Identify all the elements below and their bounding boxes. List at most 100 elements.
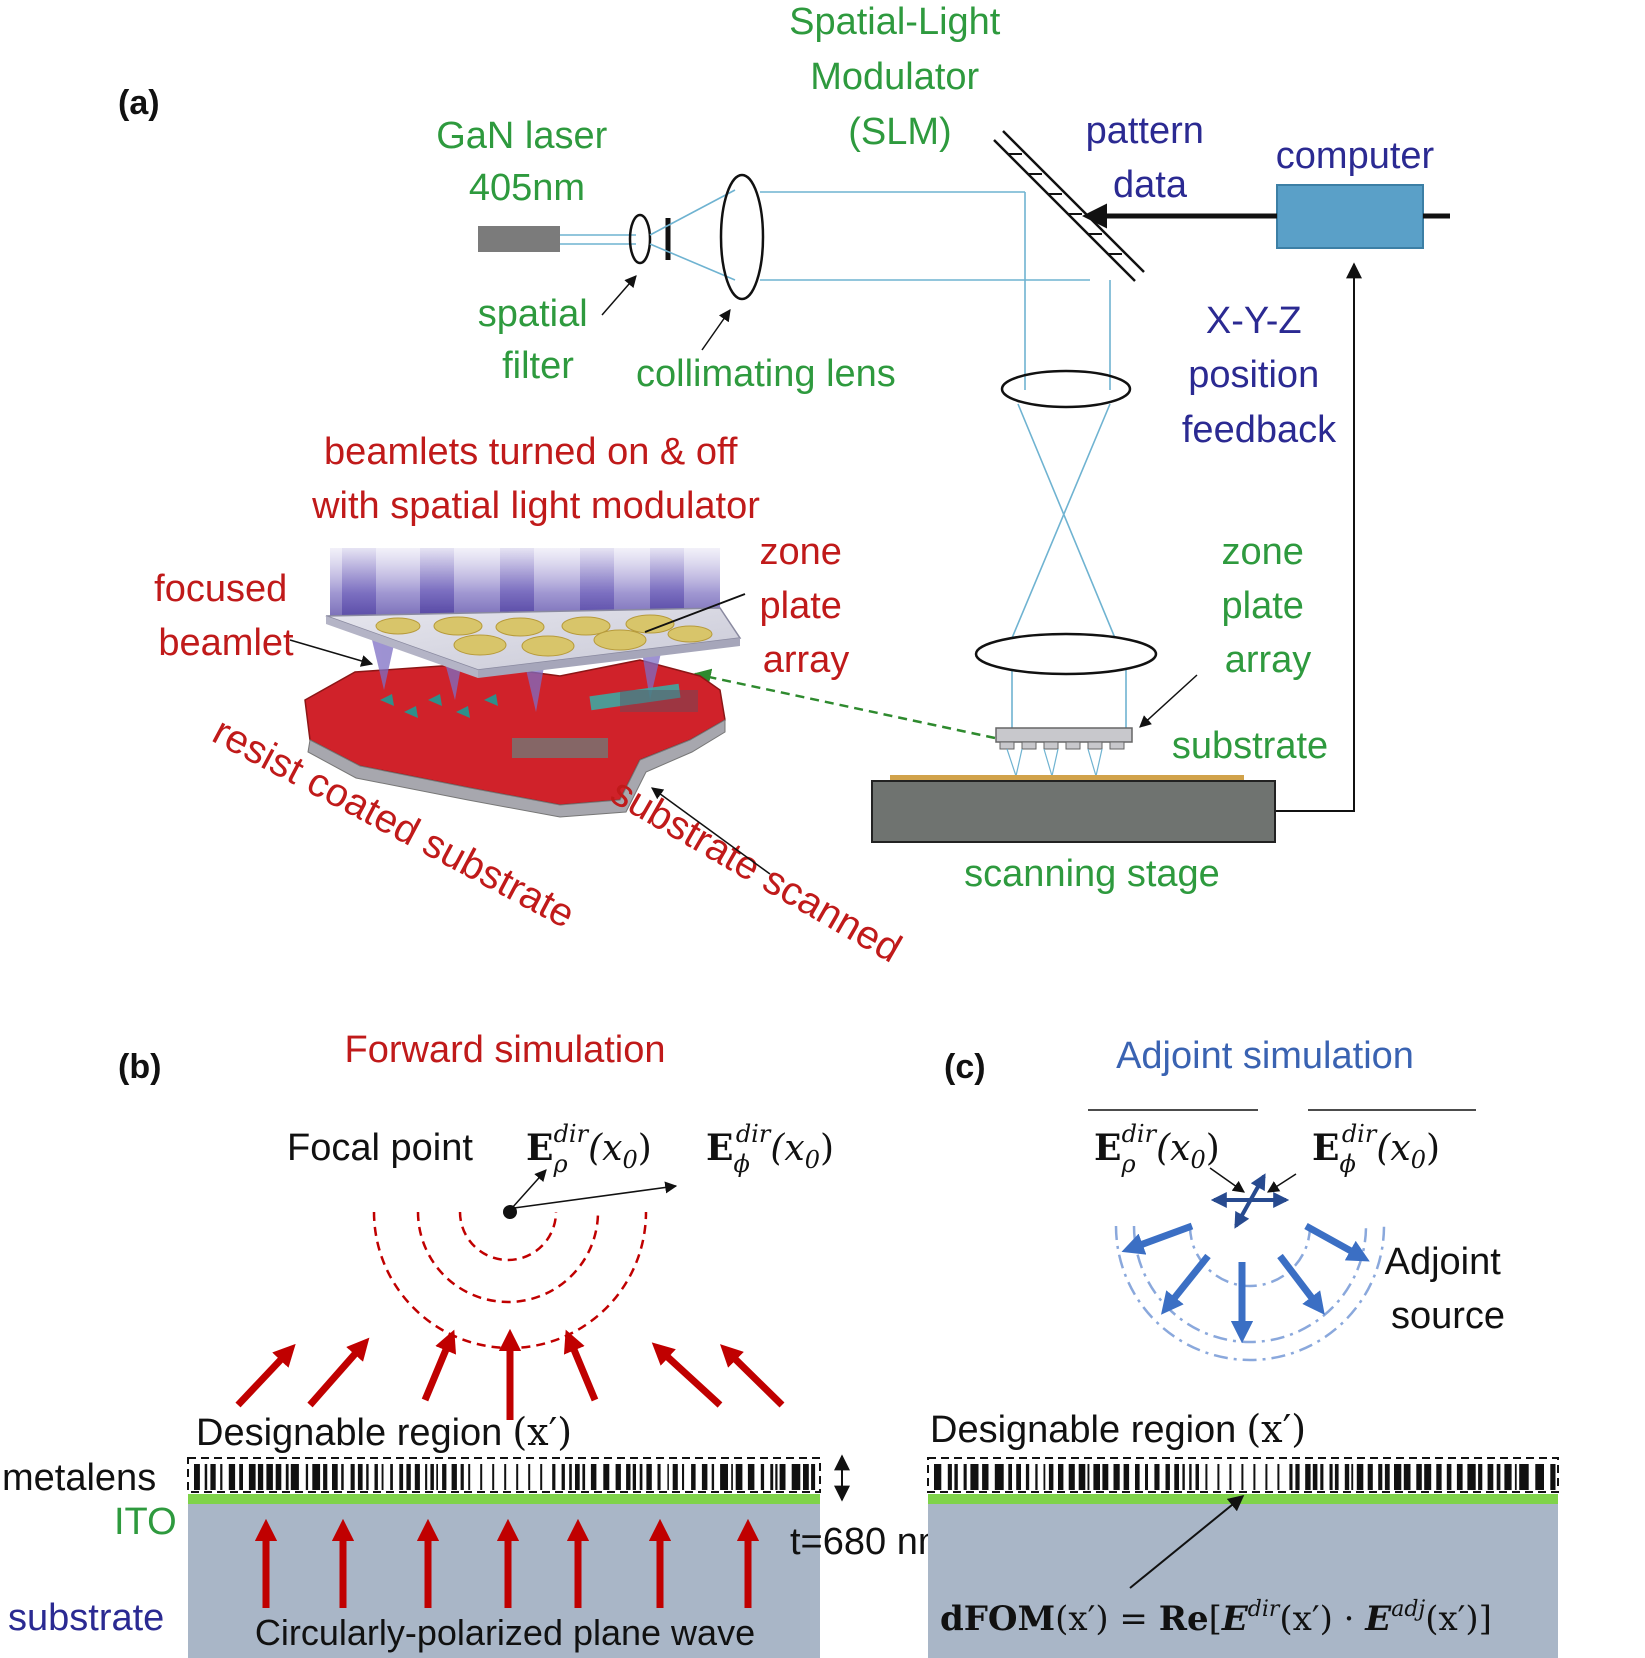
metalens-pillar <box>569 1464 572 1490</box>
metalens-pillar <box>1189 1464 1192 1490</box>
e-phi-vector <box>513 1181 678 1209</box>
panel-c: (c) Adjoint simulation Eρdir(x0) Eϕdir(x… <box>927 1035 1559 1658</box>
metalens-pillar <box>735 1464 743 1490</box>
metalens-pillar <box>341 1464 344 1490</box>
metalens-pillar <box>1312 1464 1318 1490</box>
metalens-pillar <box>1241 1464 1244 1490</box>
metalens-pillar <box>1403 1464 1411 1490</box>
metalens-pillar <box>228 1464 236 1490</box>
metalens-pillar <box>1487 1464 1494 1490</box>
panel-b: (b) Forward simulation Focal point Eρdir… <box>2 1029 950 1658</box>
metalens-pillar <box>575 1464 580 1490</box>
metalens-pillar <box>1416 1464 1422 1490</box>
metalens-pillar <box>1478 1464 1483 1490</box>
beamlets-label: beamlets turned on & off with spatial li… <box>311 431 760 527</box>
metalens-pillar <box>1446 1464 1452 1490</box>
metalens-pillar <box>626 1464 631 1490</box>
metalens-pillar <box>204 1464 208 1490</box>
adj-phi-pointer <box>1266 1173 1297 1193</box>
metalens-pillar <box>603 1464 610 1490</box>
metalens-pillar <box>1394 1464 1402 1490</box>
spatial-filter-pointer <box>601 275 637 316</box>
metalens-pillar <box>323 1464 328 1490</box>
converging-arrows <box>235 1328 785 1420</box>
metalens-pillar <box>492 1464 495 1490</box>
metalens-pillar <box>561 1464 565 1490</box>
focal-point-label: Focal point <box>287 1127 473 1169</box>
metalens-pillar <box>248 1464 256 1490</box>
metalens-pillar <box>1356 1464 1364 1490</box>
dfom-pointer <box>1129 1494 1245 1589</box>
plane-wave-label: Circularly-polarized plane wave <box>255 1612 755 1653</box>
metalens-pillar <box>1344 1464 1350 1490</box>
adj-e-phi-label: Eϕdir(x0) <box>1312 1120 1440 1178</box>
metalens-pillar <box>1043 1464 1046 1490</box>
spatial-filter-lens <box>628 213 652 265</box>
computer-label: computer <box>1276 135 1435 177</box>
panel-a-label: (a) <box>118 84 160 122</box>
metalens-pillar <box>1456 1464 1463 1490</box>
metalens-pillar <box>646 1464 652 1490</box>
e-rho-label: Eρdir(x0) <box>526 1120 652 1178</box>
metalens-region <box>187 1457 821 1493</box>
metalens-pillar <box>1305 1464 1311 1490</box>
substrate-scanned-pointer <box>651 787 771 875</box>
metalens-pillar <box>811 1464 816 1490</box>
metalens-pillar <box>760 1464 765 1490</box>
zone-plate-left-pointer <box>644 593 746 633</box>
metalens-pillar <box>239 1464 243 1490</box>
metalens-bars <box>934 1464 1556 1490</box>
metalens-pillar <box>1058 1464 1064 1490</box>
beamlet-illustration <box>304 548 746 818</box>
metalens-pillar <box>1016 1464 1021 1490</box>
zone-plate-pointer <box>1139 674 1198 728</box>
metalens-pillar <box>1113 1464 1120 1490</box>
metalens-pillar <box>220 1464 223 1490</box>
feedback-arrow <box>1275 262 1362 812</box>
metalens-pillar <box>1229 1464 1232 1490</box>
metalens-pillar <box>460 1464 464 1490</box>
metalens-pillar <box>425 1464 428 1490</box>
metalens-pillar <box>1135 1464 1140 1490</box>
metalens-pillar <box>711 1464 715 1490</box>
metalens-pillar <box>701 1464 708 1490</box>
metalens-pillar <box>290 1464 299 1490</box>
metalens-pillar <box>682 1464 685 1490</box>
metalens-pillar <box>747 1464 755 1490</box>
metalens-pillar <box>357 1464 363 1490</box>
metalens-pillar <box>970 1464 979 1490</box>
metalens-pillar <box>947 1464 952 1490</box>
collimating-lens-pointer <box>701 309 731 351</box>
metalens-pillar <box>1550 1464 1556 1490</box>
metalens-pillar <box>366 1464 369 1490</box>
metalens-pillar <box>672 1464 678 1490</box>
metalens-pillar <box>657 1464 661 1490</box>
metalens-pillar <box>480 1464 483 1490</box>
metalens-pillar <box>285 1464 289 1490</box>
beam-line <box>649 243 736 281</box>
beam-line <box>649 189 736 236</box>
substrate-block-c <box>928 1504 1558 1658</box>
metalens-pillar <box>1295 1464 1300 1490</box>
stage-sample <box>890 775 1244 781</box>
metalens-pillar <box>406 1464 411 1490</box>
e-phi-label: Eϕdir(x0) <box>706 1120 834 1178</box>
metalens-pillar <box>414 1464 420 1490</box>
metalens-pillar <box>442 1464 447 1490</box>
metalens-pillar <box>1205 1464 1208 1490</box>
metalens-pillar <box>1174 1464 1179 1490</box>
metalens-pillar <box>1424 1464 1432 1490</box>
metalens-pillar <box>374 1464 378 1490</box>
metalens-pillar <box>954 1464 958 1490</box>
metalens-pillar <box>1102 1464 1109 1490</box>
metalens-pillar <box>1467 1464 1476 1490</box>
metalens-label: metalens <box>2 1457 156 1499</box>
metalens-pillar <box>1025 1464 1030 1490</box>
metalens-pillar <box>305 1464 309 1490</box>
zone-plate-link-arrow <box>693 668 996 740</box>
metalens-pillar <box>194 1464 200 1490</box>
metalens-pillar <box>1514 1464 1517 1490</box>
zone-plate-right-label: zone plate array <box>1222 531 1315 681</box>
adj-rho-pointer <box>1209 1167 1245 1193</box>
zone-plate-chip <box>995 727 1133 743</box>
